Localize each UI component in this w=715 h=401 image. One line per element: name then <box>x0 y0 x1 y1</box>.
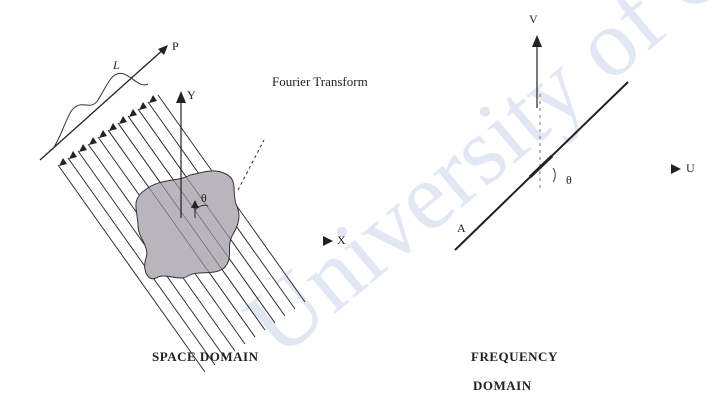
watermark: University of Cape Town <box>225 0 715 376</box>
space-y-axis-label: Y <box>187 88 196 102</box>
dashed-guide <box>237 139 265 191</box>
freq-u-axis-label: U <box>686 161 695 175</box>
space-domain-caption: SPACE DOMAIN <box>152 349 259 364</box>
projection-axis-label: P <box>172 39 179 53</box>
freq-slice-highlight <box>528 154 554 179</box>
watermark-text: University of Cape Town <box>225 0 715 376</box>
freq-angle-arc <box>552 167 556 183</box>
space-angle-label: θ <box>201 191 207 205</box>
freq-u-axis-arrowhead <box>671 164 681 174</box>
space-x-axis-label: X <box>337 233 346 247</box>
freq-v-axis-label: V <box>529 12 538 26</box>
frequency-domain-caption-line1: FREQUENCY <box>471 349 558 364</box>
projection-axis-line <box>39 47 166 161</box>
projection-axis-arrowhead <box>158 45 168 55</box>
space-x-axis-arrowhead <box>323 236 333 246</box>
freq-angle-label: θ <box>566 173 572 187</box>
rays-over-object <box>107 108 286 338</box>
ray-arrowheads <box>59 95 157 166</box>
space-y-axis-arrowhead <box>176 91 186 103</box>
frequency-domain-caption-line2: DOMAIN <box>473 378 532 393</box>
projection-symbol-label: L <box>113 58 120 72</box>
space-angle-arrowhead <box>191 200 199 208</box>
projection-profile-curve <box>51 72 149 151</box>
freq-v-axis-arrowhead <box>532 35 542 47</box>
space-angle-arc <box>194 204 209 211</box>
fourier-transform-label: Fourier Transform <box>272 74 368 89</box>
freq-line-end-label: A <box>457 221 466 235</box>
object-shape <box>135 170 240 280</box>
